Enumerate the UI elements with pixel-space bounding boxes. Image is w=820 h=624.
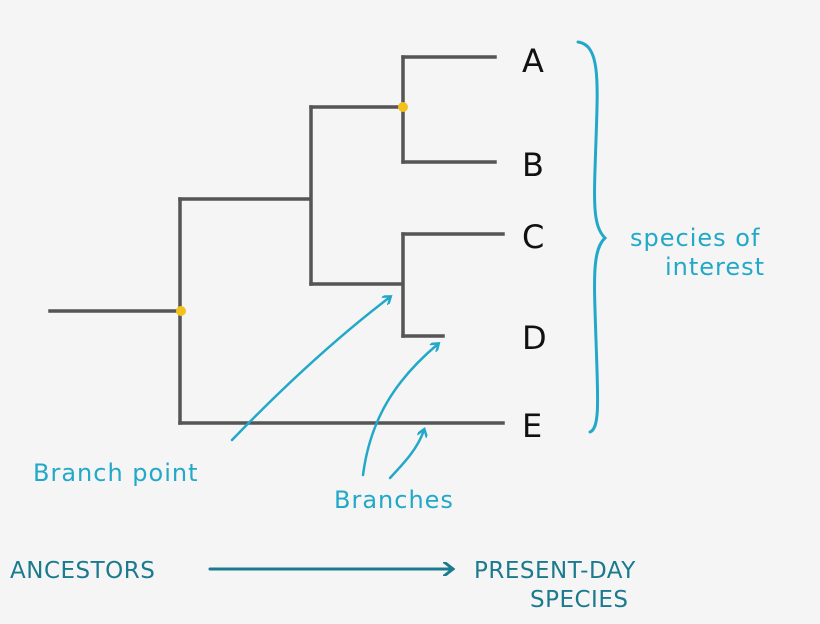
branch-point-node-ab — [398, 102, 408, 112]
branches-arrow-2 — [388, 430, 424, 480]
tip-label-e: E — [522, 407, 542, 445]
tip-label-d: D — [522, 319, 547, 357]
species-label: SPECIES — [530, 587, 628, 613]
curly-brace — [576, 40, 608, 434]
ab-branch — [309, 55, 405, 164]
tip-label-b: B — [522, 146, 544, 184]
branch-point-node-root — [176, 306, 186, 316]
branch-point-arrow — [230, 297, 390, 442]
branches-label: Branches — [334, 486, 454, 514]
cd-branch — [309, 232, 405, 338]
group-label-line1: species of — [630, 224, 760, 252]
ancestors-label: ANCESTORS — [10, 558, 155, 584]
tip-label-a: A — [522, 42, 544, 80]
present-day-label: PRESENT-DAY — [474, 558, 636, 584]
upper-clade-branch — [178, 105, 313, 286]
branches-arrow-1 — [361, 344, 438, 477]
tree-branches — [48, 55, 505, 425]
tip-label-c: C — [522, 218, 544, 256]
group-label-line2: interest — [665, 253, 765, 281]
branch-point-label: Branch point — [33, 459, 199, 487]
